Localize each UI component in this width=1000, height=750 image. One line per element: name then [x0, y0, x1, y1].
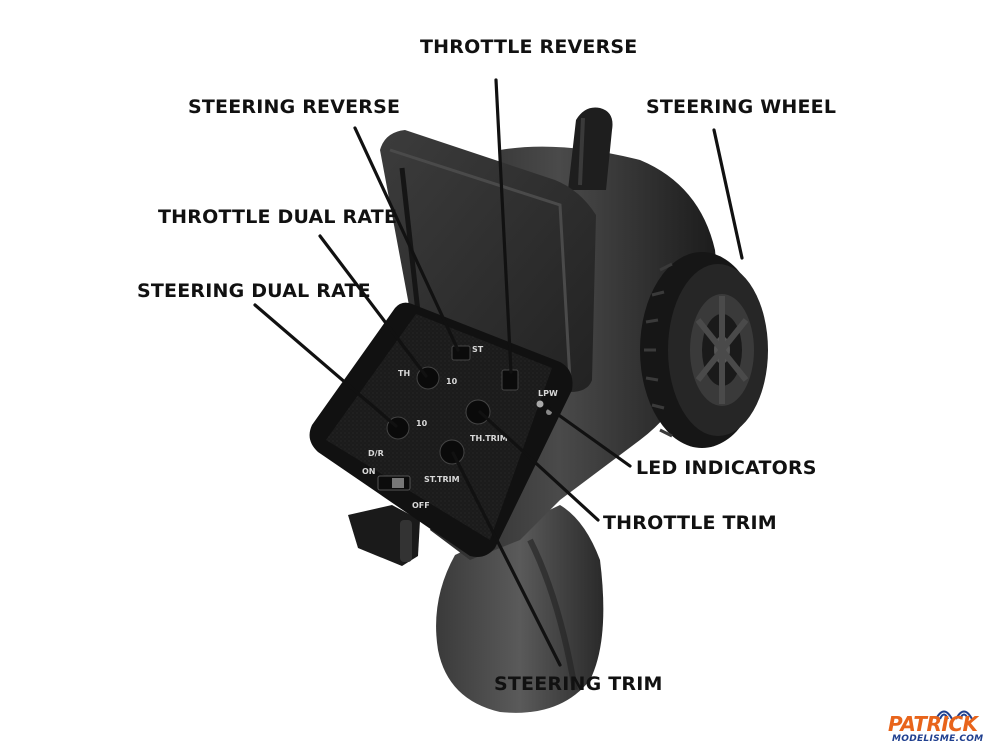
- grip-shadow: [527, 538, 578, 691]
- label-throttle-dual-rate: THROTTLE DUAL RATE: [158, 206, 398, 228]
- logo-top-text: PATRICK: [888, 712, 978, 736]
- label-steering-wheel: STEERING WHEEL: [646, 96, 837, 118]
- led-indicator-1: [536, 400, 544, 408]
- leader-throttle-reverse: [494, 78, 513, 374]
- panel-dr-label: D/R: [368, 449, 384, 458]
- control-panel-surface: [326, 314, 552, 540]
- leader-throttle-trim: [478, 410, 600, 522]
- panel-ten-a-label: 10: [446, 377, 458, 386]
- signal-waves-icon: [935, 710, 973, 720]
- leader-steering-trim: [451, 451, 562, 667]
- label-throttle-reverse: THROTTLE REVERSE: [420, 36, 638, 58]
- panel-st-trim-label: ST.TRIM: [424, 475, 460, 484]
- panel-th-label: TH: [398, 369, 410, 378]
- logo-bottom-text: MODELISME.COM: [892, 734, 984, 744]
- panel-ten-b-label: 10: [416, 419, 428, 428]
- label-steering-reverse: STEERING REVERSE: [188, 96, 401, 118]
- throttle-trim-knob: [465, 399, 491, 425]
- label-led-indicators: LED INDICATORS: [636, 457, 817, 479]
- steering-reverse-switch: [451, 345, 471, 361]
- steering-wheel-graphic: [640, 252, 768, 448]
- antenna: [568, 107, 613, 190]
- label-steering-dual-rate: STEERING DUAL RATE: [137, 280, 371, 302]
- label-steering-trim: STEERING TRIM: [494, 673, 663, 695]
- leader-throttle-dual-rate: [318, 234, 428, 378]
- trigger-ridge: [400, 520, 412, 562]
- label-throttle-trim: THROTTLE TRIM: [603, 512, 777, 534]
- leader-steering-reverse: [353, 126, 460, 352]
- panel-th-trim-label: TH.TRIM: [470, 434, 508, 443]
- panel-lpw-label: LPW: [538, 389, 558, 398]
- leader-steering-wheel: [712, 128, 744, 260]
- leader-steering-dual-rate: [253, 303, 398, 428]
- panel-on-label: ON: [362, 467, 376, 476]
- logo: PATRICK MODELISME.COM: [888, 710, 998, 748]
- panel-st-switch-label: ST: [472, 345, 484, 354]
- leader-led-indicators: [544, 404, 632, 468]
- panel-off-label: OFF: [412, 501, 430, 510]
